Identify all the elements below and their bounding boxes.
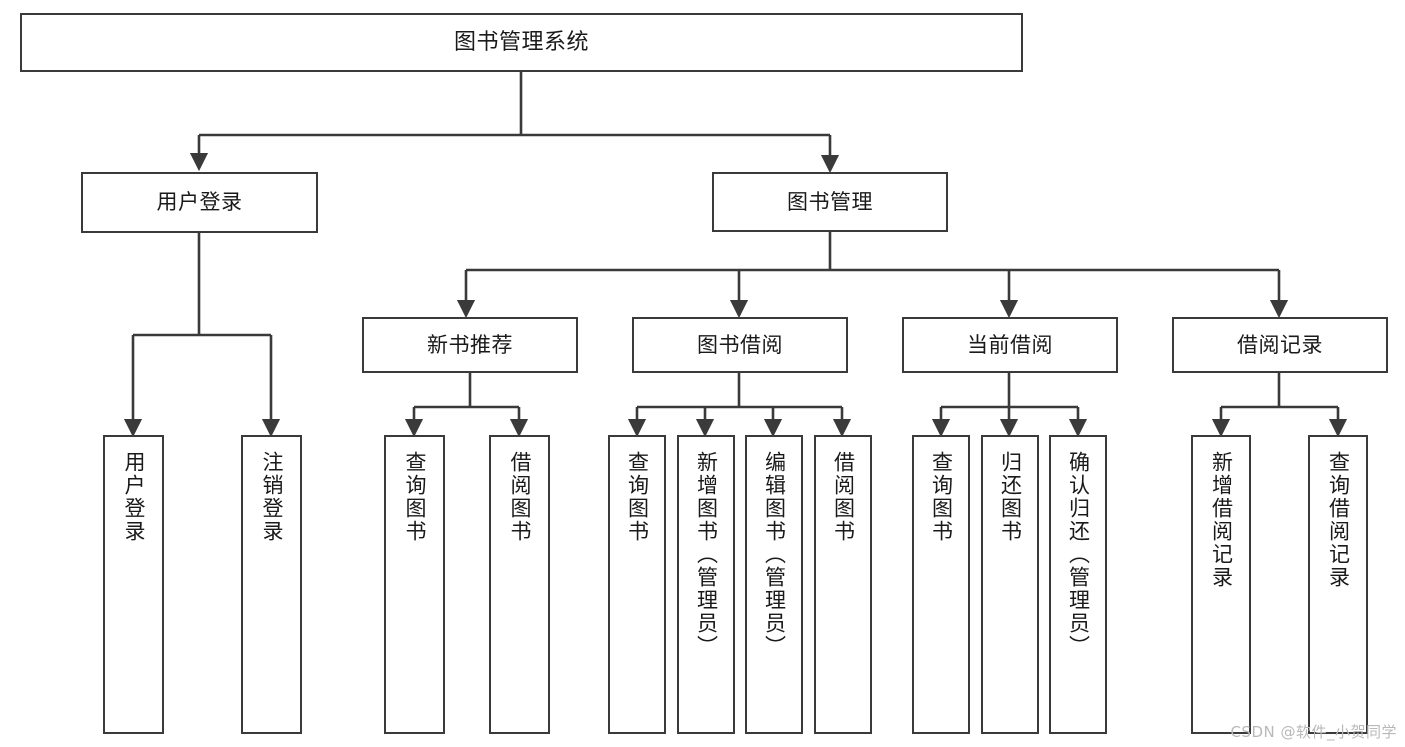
leaf-current-return-book[interactable]: 归还图书 xyxy=(981,435,1039,734)
leaf-label: 查询图书 xyxy=(929,451,954,543)
node-book-borrow-label: 图书借阅 xyxy=(697,332,783,357)
leaf-record-query-borrow-record[interactable]: 查询借阅记录 xyxy=(1308,435,1368,734)
leaf-user-login-login[interactable]: 用户登录 xyxy=(103,435,164,734)
node-book-borrow[interactable]: 图书借阅 xyxy=(632,317,848,373)
leaf-label: 查询借阅记录 xyxy=(1326,451,1351,589)
leaf-borrow-edit-book-admin[interactable]: 编辑图书（管理员） xyxy=(745,435,803,734)
leaf-label: 用户登录 xyxy=(121,451,146,543)
csdn-watermark: CSDN @软件_小贺同学 xyxy=(1230,723,1397,741)
leaf-borrow-add-book-admin[interactable]: 新增图书（管理员） xyxy=(677,435,735,734)
leaf-label: 借阅图书 xyxy=(507,451,532,543)
leaf-label: 确认归还（管理员） xyxy=(1066,451,1091,658)
node-borrow-record-label: 借阅记录 xyxy=(1237,332,1323,357)
leaf-label: 新增借阅记录 xyxy=(1209,451,1234,589)
node-book-management-label: 图书管理 xyxy=(787,189,873,214)
leaf-current-query-book[interactable]: 查询图书 xyxy=(912,435,970,734)
leaf-current-confirm-return-admin[interactable]: 确认归还（管理员） xyxy=(1049,435,1107,734)
leaf-label: 归还图书 xyxy=(998,451,1023,543)
leaf-label: 新增图书（管理员） xyxy=(694,451,719,658)
node-user-login-label: 用户登录 xyxy=(156,190,243,215)
leaf-borrow-query-book[interactable]: 查询图书 xyxy=(608,435,666,734)
node-user-login[interactable]: 用户登录 xyxy=(81,172,318,233)
leaf-new-book-query[interactable]: 查询图书 xyxy=(384,435,445,734)
leaf-new-book-borrow[interactable]: 借阅图书 xyxy=(489,435,550,734)
node-root-label: 图书管理系统 xyxy=(453,29,589,55)
node-book-management[interactable]: 图书管理 xyxy=(712,172,948,232)
leaf-label: 借阅图书 xyxy=(831,451,856,543)
leaf-label: 查询图书 xyxy=(402,451,427,543)
node-new-book-recommend-label: 新书推荐 xyxy=(427,332,513,357)
node-new-book-recommend[interactable]: 新书推荐 xyxy=(362,317,578,373)
leaf-user-login-logout[interactable]: 注销登录 xyxy=(241,435,302,734)
leaf-label: 查询图书 xyxy=(625,451,650,543)
node-borrow-record[interactable]: 借阅记录 xyxy=(1172,317,1388,373)
leaf-record-add-borrow-record[interactable]: 新增借阅记录 xyxy=(1191,435,1251,734)
node-root-book-management-system[interactable]: 图书管理系统 xyxy=(20,13,1023,72)
leaf-borrow-borrow-book[interactable]: 借阅图书 xyxy=(814,435,872,734)
node-current-borrow-label: 当前借阅 xyxy=(967,332,1053,357)
leaf-label: 注销登录 xyxy=(259,451,284,543)
leaf-label: 编辑图书（管理员） xyxy=(762,451,787,658)
node-current-borrow[interactable]: 当前借阅 xyxy=(902,317,1118,373)
